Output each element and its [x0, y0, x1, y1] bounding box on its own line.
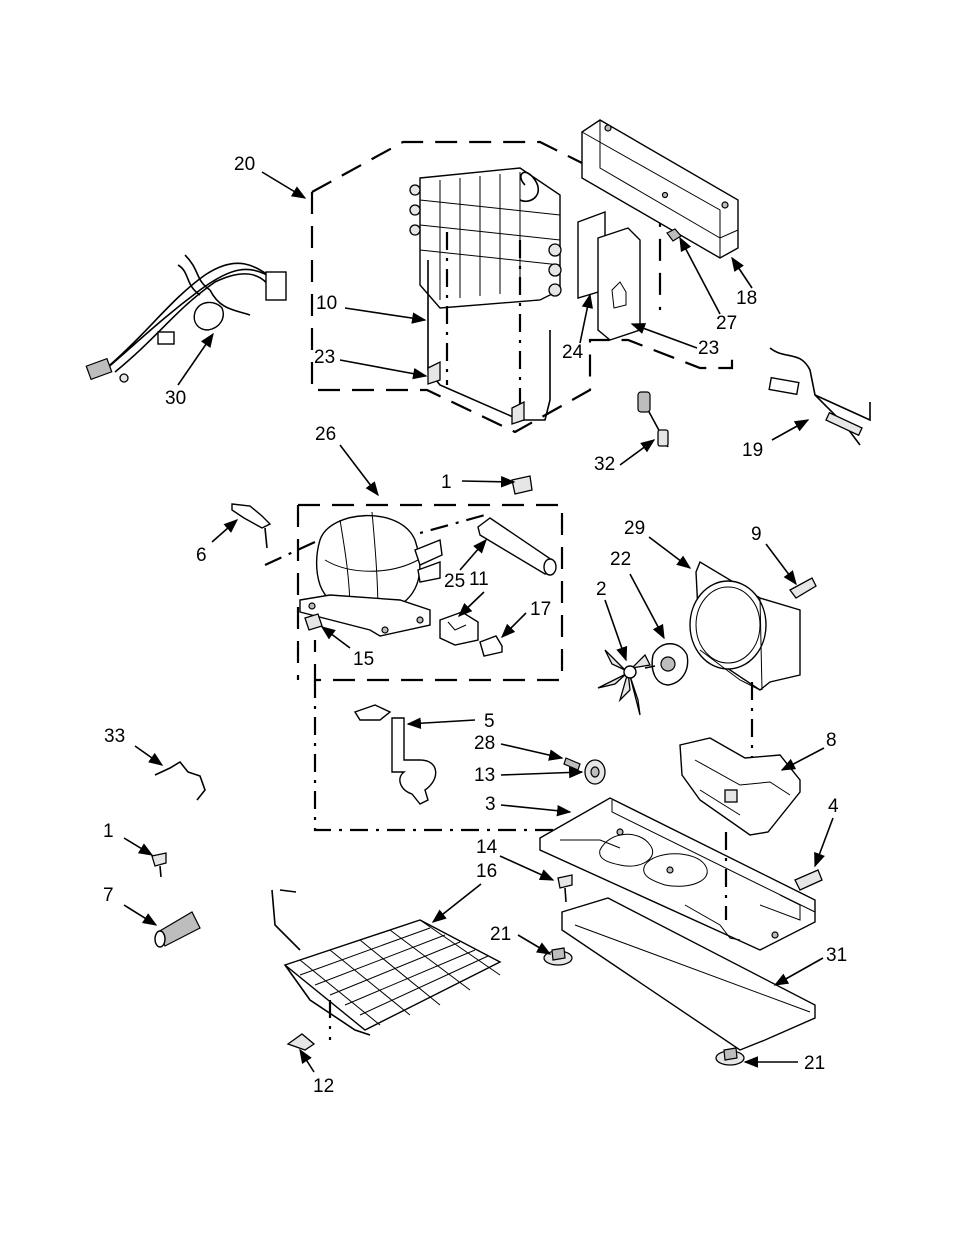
wire-harness [86, 255, 286, 382]
evaporator-coil [410, 168, 561, 308]
callout-25: 25 [444, 571, 465, 592]
compressor-grommet [305, 614, 322, 630]
callout-32: 32 [594, 454, 615, 475]
thermistor-wire [769, 348, 870, 445]
relay-start-device [440, 612, 478, 645]
callout-3: 3 [485, 794, 496, 815]
callout-8: 8 [826, 730, 837, 751]
callout-6: 6 [196, 545, 207, 566]
callout-1-upper: 1 [441, 472, 452, 493]
callout-23-right: 23 [698, 338, 719, 359]
plug-28 [564, 758, 580, 770]
insulation-sleeve [155, 912, 200, 947]
evaporator-cover-right [598, 228, 640, 340]
callout-16: 16 [476, 861, 497, 882]
compressor-group [265, 476, 605, 835]
drier [478, 518, 556, 575]
callout-29: 29 [624, 518, 645, 539]
callout-12: 12 [313, 1076, 334, 1097]
callout-33: 33 [104, 726, 125, 747]
callout-31: 31 [826, 945, 847, 966]
callout-14: 14 [476, 837, 498, 858]
callout-19: 19 [742, 440, 763, 461]
callout-23-left: 23 [314, 347, 335, 368]
tubing-clip [232, 504, 270, 548]
leveling-foot-front [544, 948, 572, 965]
condenser-clip [288, 1034, 314, 1050]
screw-1 [512, 476, 532, 494]
callout-27: 27 [716, 313, 737, 334]
callout-21-front: 21 [490, 924, 511, 945]
fan-bracket [680, 738, 800, 835]
callout-9: 9 [751, 524, 762, 545]
callout-7: 7 [103, 885, 114, 906]
callout-18: 18 [736, 288, 757, 309]
callout-13: 13 [474, 765, 495, 786]
callout-15: 15 [353, 649, 374, 670]
callout-20: 20 [234, 154, 255, 175]
callout-11: 11 [469, 569, 489, 590]
relay-cover [480, 636, 502, 656]
fan-motor [645, 644, 688, 685]
tube-33 [155, 762, 205, 800]
heater-bracket-left [428, 362, 440, 384]
condenser-coil [272, 890, 500, 1040]
callout-28: 28 [474, 733, 495, 754]
compressor [300, 512, 442, 636]
fan-blade [598, 650, 650, 715]
drain-tube [355, 705, 436, 804]
callout-4: 4 [828, 796, 839, 817]
callout-10: 10 [316, 293, 337, 314]
callout-1-lower: 1 [103, 821, 114, 842]
screw-4 [795, 870, 822, 890]
screw-14 [558, 875, 572, 902]
screw-1-lower [152, 853, 166, 877]
callout-21-rear: 21 [804, 1053, 825, 1074]
callout-26: 26 [315, 424, 336, 445]
grommet-13 [585, 760, 605, 784]
callout-2: 2 [596, 579, 607, 600]
callout-22: 22 [610, 549, 631, 570]
callout-5: 5 [484, 711, 495, 732]
callout-30: 30 [165, 388, 186, 409]
callout-17: 17 [530, 599, 551, 620]
fan-shroud [690, 562, 800, 760]
defrost-thermostat [638, 392, 668, 447]
callout-24: 24 [562, 342, 584, 363]
